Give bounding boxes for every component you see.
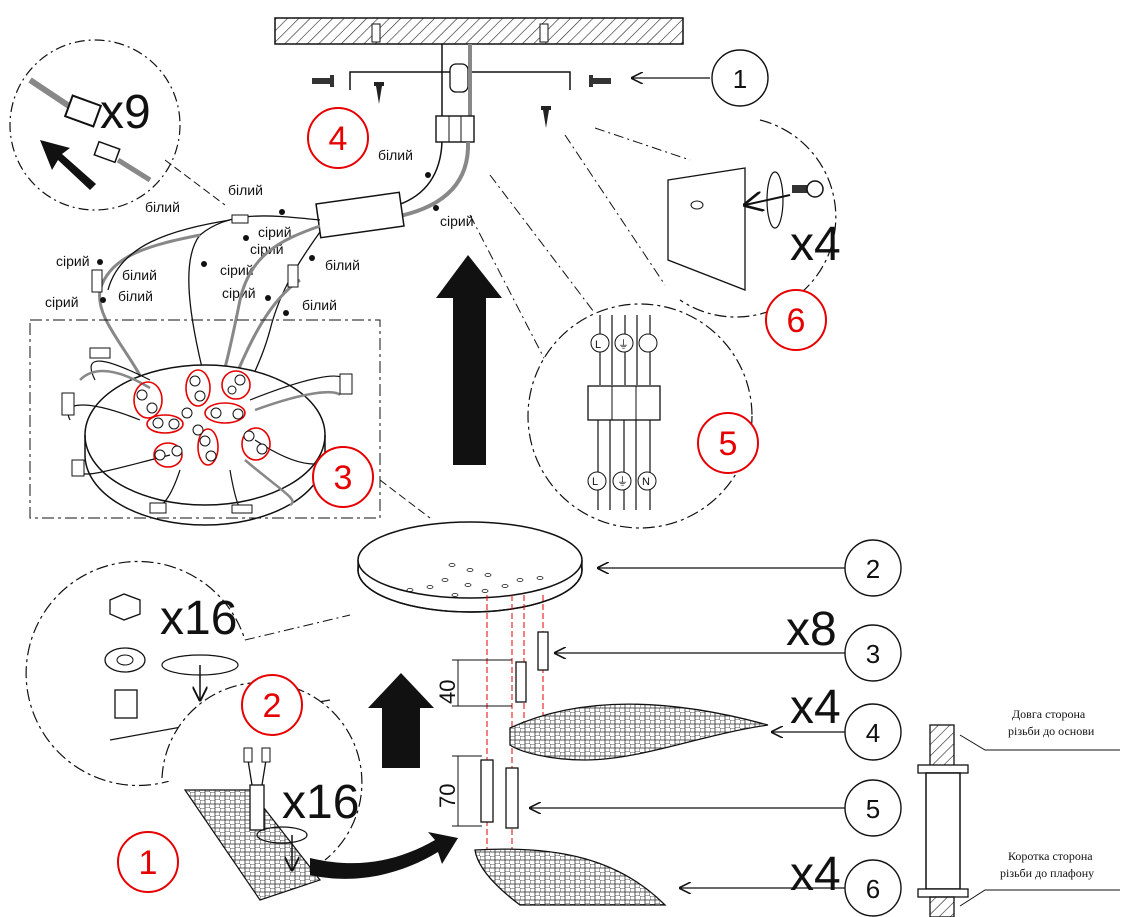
- shade-panel-lower: [474, 848, 667, 906]
- wire-labels-top: білий сірий білий білий сірий сірий сіри…: [45, 147, 474, 313]
- wire-label: сірий: [222, 285, 256, 301]
- spacer-long: [480, 759, 494, 823]
- connector-detail-bubble: x9: [9, 39, 226, 211]
- terminal-mark: N: [642, 476, 650, 488]
- dimension-short: 40: [435, 680, 460, 704]
- callout-number: 2: [866, 554, 880, 584]
- wire-label: сірий: [440, 213, 474, 229]
- callouts-black: 1 2 3 4 5 6: [711, 49, 902, 917]
- arrow-curve-icon: [310, 832, 458, 879]
- step-number: 2: [263, 687, 282, 725]
- connector-female-icon: [63, 94, 103, 128]
- wire-label: білий: [118, 288, 153, 304]
- ceiling-plate: [357, 521, 583, 613]
- shade-panel-upper: [509, 703, 769, 761]
- callout-number: 3: [866, 639, 880, 669]
- screw-detail-bubble: x4: [564, 119, 841, 318]
- note-short-side-line2: різьби до плафону: [1000, 866, 1094, 880]
- spacers-group: 40 70: [435, 595, 549, 860]
- mount-detail-bubble: x16: [161, 681, 458, 901]
- wire-label: сірий: [220, 262, 254, 278]
- spacer-short: [537, 631, 549, 671]
- arrow-up-icon: [436, 255, 502, 465]
- spacer-short: [515, 661, 527, 703]
- step-number: 1: [139, 844, 158, 882]
- ceiling-slab: [274, 17, 684, 45]
- ceiling-anchor-left: [371, 23, 381, 43]
- wire-label: білий: [145, 199, 180, 215]
- terminal-detail-bubble: L ⏚ L ⏚ N: [469, 174, 753, 529]
- wood-screw-right-icon: [541, 106, 551, 128]
- connector-male-icon: [93, 140, 121, 164]
- arrow-insert-icon: [40, 140, 96, 190]
- note-long-side-line1: Довга сторона: [1012, 707, 1086, 721]
- step-number: 4: [329, 120, 348, 158]
- wire-label: білий: [228, 182, 263, 198]
- multiplier-label: x16: [282, 776, 359, 829]
- step-number: 6: [787, 302, 806, 340]
- callout-number: 5: [866, 794, 880, 824]
- terminal-mark: L: [595, 339, 601, 351]
- arrow-up-small-icon: [368, 673, 434, 768]
- terminal-mark: ⏚: [618, 338, 629, 351]
- multiplier-label: x8: [786, 603, 837, 656]
- step-number: 3: [334, 459, 353, 497]
- note-long-side-line2: різьби до основи: [1008, 724, 1095, 738]
- wire-label: білий: [325, 257, 360, 273]
- screw-right-icon: [589, 75, 611, 87]
- callout-number: 1: [733, 64, 747, 94]
- wiring-detail-panel: [29, 319, 431, 526]
- wood-screw-left-icon: [374, 82, 384, 104]
- callout-number: 6: [866, 874, 880, 904]
- dimension-long: 70: [435, 784, 460, 808]
- terminal-block: [435, 115, 475, 143]
- spacer-long: [505, 767, 519, 829]
- note-short-side-line1: Коротка сторона: [1008, 849, 1093, 863]
- led-driver: [315, 191, 405, 239]
- ceiling-mount-group: [274, 17, 684, 239]
- ceiling-anchor-right: [539, 23, 549, 43]
- wire-label: білий: [302, 297, 337, 313]
- multiplier-label: x4: [790, 848, 841, 901]
- callout-number: 4: [866, 718, 880, 748]
- screw-left-icon: [312, 75, 334, 87]
- multiplier-label: x4: [790, 681, 841, 734]
- threaded-rod-detail: Довга сторона різьби до основи Коротка с…: [917, 707, 1120, 917]
- multiplier-label: x9: [100, 86, 151, 139]
- wire-label: сірий: [45, 294, 79, 310]
- spacer-cap-icon: [114, 689, 138, 719]
- wire-label: білий: [122, 267, 157, 283]
- hex-nut-icon: [109, 593, 141, 621]
- multiplier-label: x4: [790, 218, 841, 271]
- callouts-red: 1 2 3 4 5 6: [117, 107, 827, 893]
- wire-label: сірий: [56, 253, 90, 269]
- wire-label: сірий: [258, 224, 292, 240]
- wire-label: білий: [378, 147, 413, 163]
- terminal-mark: ⏚: [617, 475, 628, 488]
- multiplier-label: x16: [160, 592, 237, 645]
- terminal-mark: L: [592, 476, 598, 488]
- screw-icon: [792, 180, 824, 198]
- bracket-hook: [449, 63, 469, 93]
- step-number: 5: [719, 425, 738, 463]
